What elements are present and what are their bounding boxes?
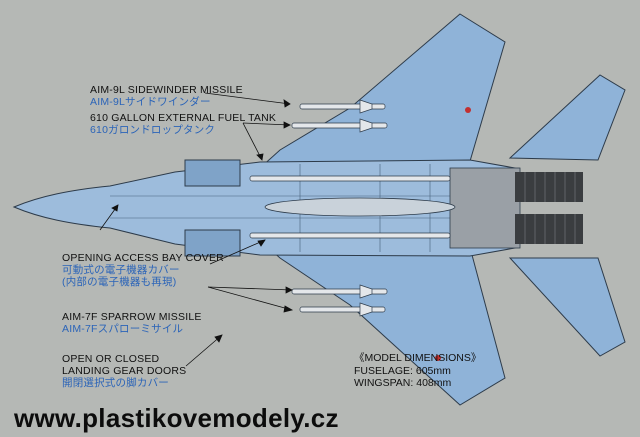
callout-access-bay-jp: 可動式の電子機器カバー bbox=[62, 264, 180, 276]
callout-fuel-tank-en: 610 GALLON EXTERNAL FUEL TANK bbox=[90, 112, 277, 124]
upper-wing-roundel bbox=[465, 107, 471, 113]
callout-sparrow-jp: AIM-7Fスパローミサイル bbox=[62, 323, 184, 335]
callout-access-bay-jp2: (内部の電子機器も再現) bbox=[62, 276, 177, 288]
dimensions-fuselage: FUSELAGE: 605mm bbox=[354, 364, 451, 377]
callout-landing-gear: OPEN OR CLOSED LANDING GEAR DOORS 開閉選択式の… bbox=[62, 353, 186, 389]
exhaust-petals bbox=[524, 172, 576, 244]
callout-arrows bbox=[99, 92, 294, 367]
rear-fuselage bbox=[449, 167, 521, 249]
fuel-tank bbox=[264, 197, 456, 217]
callout-fuel-tank-jp: 610ガロンドロップタンク bbox=[90, 124, 216, 136]
lower-wing-missiles bbox=[291, 284, 388, 317]
callout-access-bay: OPENING ACCESS BAY COVER 可動式の電子機器カバー (内部… bbox=[62, 252, 224, 288]
model-dimensions: 《MODEL DIMENSIONS》 FUSELAGE: 605mm WINGS… bbox=[354, 352, 481, 390]
callout-landing-gear-jp: 開閉選択式の脚カバー bbox=[62, 377, 169, 389]
dimensions-wingspan: WINGSPAN: 408mm bbox=[354, 377, 452, 389]
callout-sparrow-en: AIM-7F SPARROW MISSILE bbox=[62, 311, 202, 323]
callout-access-bay-en: OPENING ACCESS BAY COVER bbox=[62, 252, 224, 264]
callout-landing-gear-en: OPEN OR CLOSED bbox=[62, 353, 160, 365]
upper-exhaust bbox=[515, 172, 583, 202]
lower-stabilizer bbox=[508, 257, 626, 357]
watermark: www.plastikovemodely.cz bbox=[14, 403, 339, 433]
callout-sidewinder-en: AIM-9L SIDEWINDER MISSILE bbox=[90, 84, 243, 96]
lower-exhaust bbox=[515, 214, 583, 244]
dimensions-title: 《MODEL DIMENSIONS》 bbox=[354, 352, 482, 364]
callout-sparrow: AIM-7F SPARROW MISSILE AIM-7Fスパローミサイル bbox=[62, 311, 202, 335]
left-intake bbox=[184, 159, 241, 187]
sparrow-missiles bbox=[249, 175, 451, 239]
upper-wing-missiles bbox=[291, 99, 388, 133]
callout-fuel-tank: 610 GALLON EXTERNAL FUEL TANK 610ガロンドロップ… bbox=[90, 112, 276, 136]
upper-wing bbox=[258, 13, 506, 169]
callout-sidewinder-jp: AIM-9Lサイドワインダー bbox=[90, 96, 211, 108]
lower-wing-roundel bbox=[435, 355, 441, 361]
callout-landing-gear-en2: LANDING GEAR DOORS bbox=[62, 365, 187, 377]
right-intake bbox=[184, 229, 241, 257]
upper-stabilizer bbox=[508, 74, 626, 161]
callout-sidewinder: AIM-9L SIDEWINDER MISSILE AIM-9Lサイドワインダー bbox=[90, 84, 243, 108]
